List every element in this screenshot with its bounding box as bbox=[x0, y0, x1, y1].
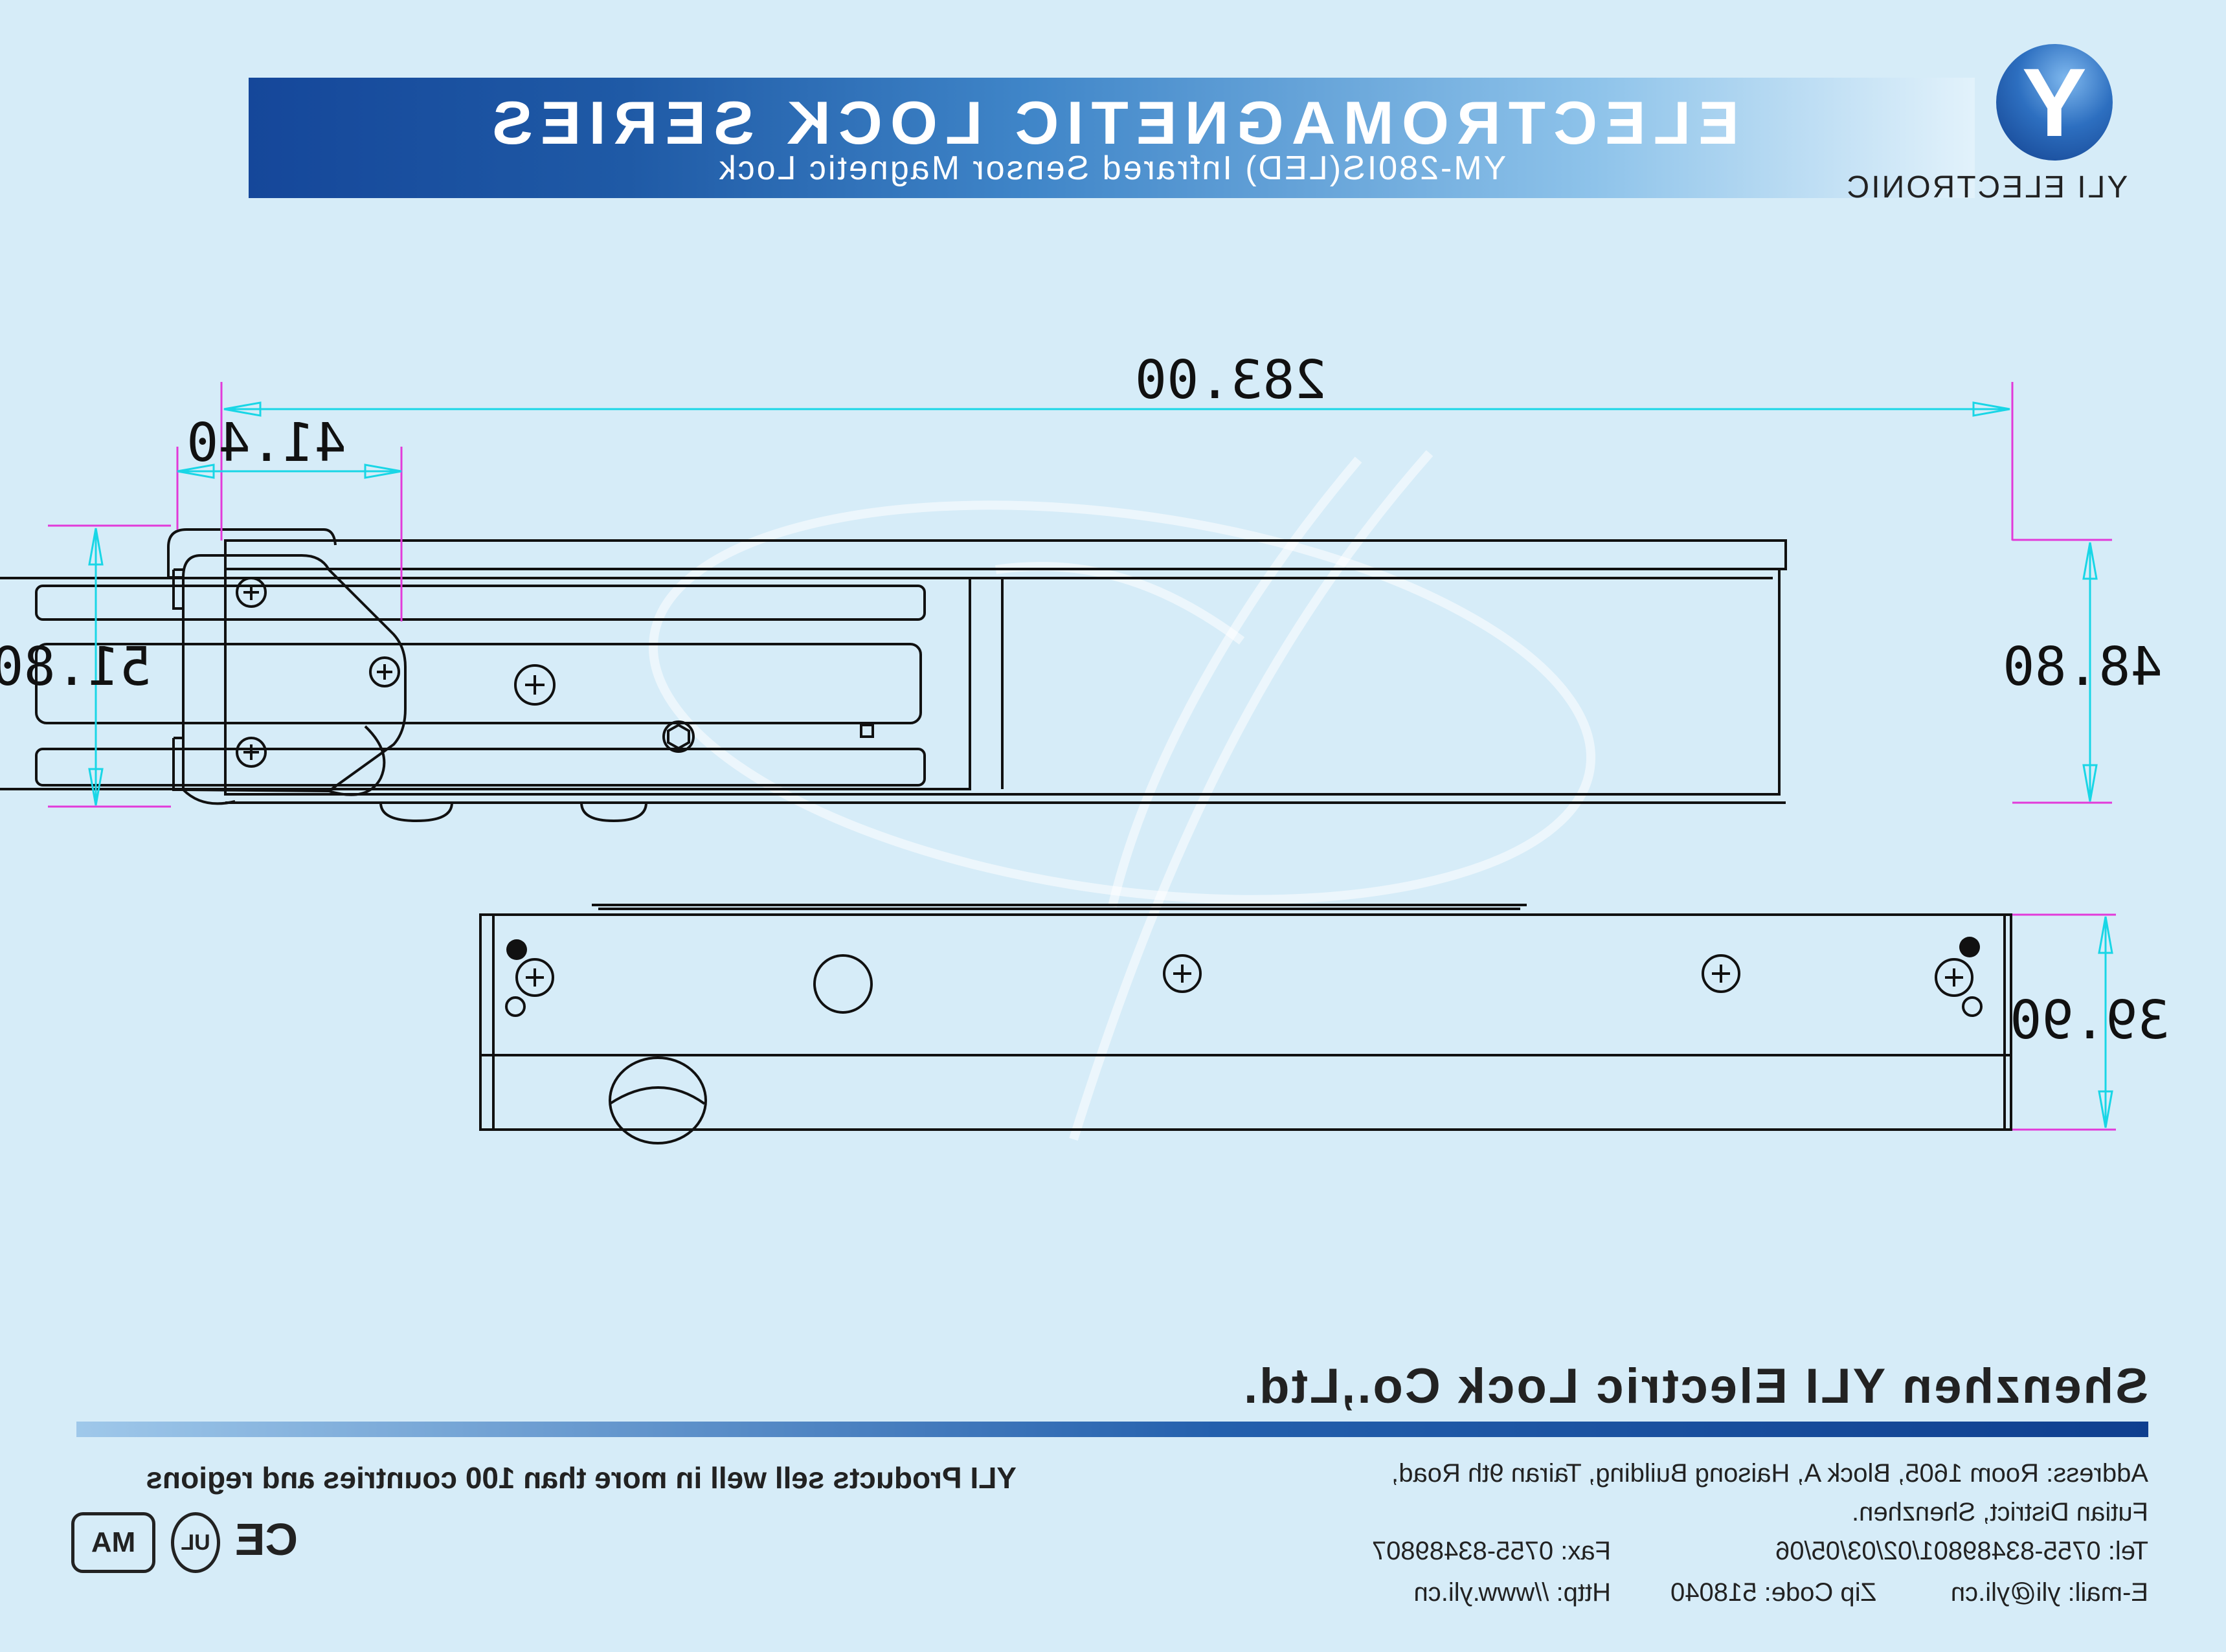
bottom-view bbox=[479, 904, 2012, 1144]
footer-divider bbox=[76, 1422, 2148, 1437]
address-line-2: Futian District, Shenzhen. bbox=[1852, 1498, 2148, 1526]
dimension-side-height: 51.80 bbox=[0, 636, 152, 698]
zip-line: Zip Code: 518040 bbox=[1670, 1578, 1876, 1607]
dimension-front-height: 48.80 bbox=[2003, 636, 2163, 698]
ul-mark-icon: UL bbox=[171, 1512, 220, 1573]
ce-mark-icon: CE bbox=[234, 1514, 298, 1565]
cma-mark-icon: MA bbox=[71, 1512, 155, 1573]
side-view bbox=[167, 528, 407, 805]
fax-line: Fax: 0755-83489807 bbox=[1371, 1537, 1611, 1565]
front-view bbox=[0, 539, 1787, 823]
sales-tagline: YLI Products sell well in more than 100 … bbox=[146, 1461, 1017, 1495]
watermark-icon bbox=[648, 450, 1596, 1141]
dimension-lines bbox=[88, 401, 2113, 1128]
address-line-1: Address: Room 1605, Block A, Haisong Bui… bbox=[1391, 1459, 2148, 1488]
certification-marks: CE UL MA bbox=[65, 1512, 298, 1573]
company-name: Shenzhen YLI Electric Lock Co.,Ltd. bbox=[1241, 1359, 2148, 1414]
bottom-view-dots bbox=[506, 937, 1980, 960]
dimension-bottom-height: 39.90 bbox=[2010, 990, 2170, 1051]
dimension-side-width: 41.40 bbox=[186, 412, 346, 474]
extension-lines bbox=[48, 382, 2116, 1131]
http-line: Http: //www.yli.cn bbox=[1413, 1578, 1611, 1607]
dimension-length: 283.00 bbox=[1134, 350, 1327, 411]
